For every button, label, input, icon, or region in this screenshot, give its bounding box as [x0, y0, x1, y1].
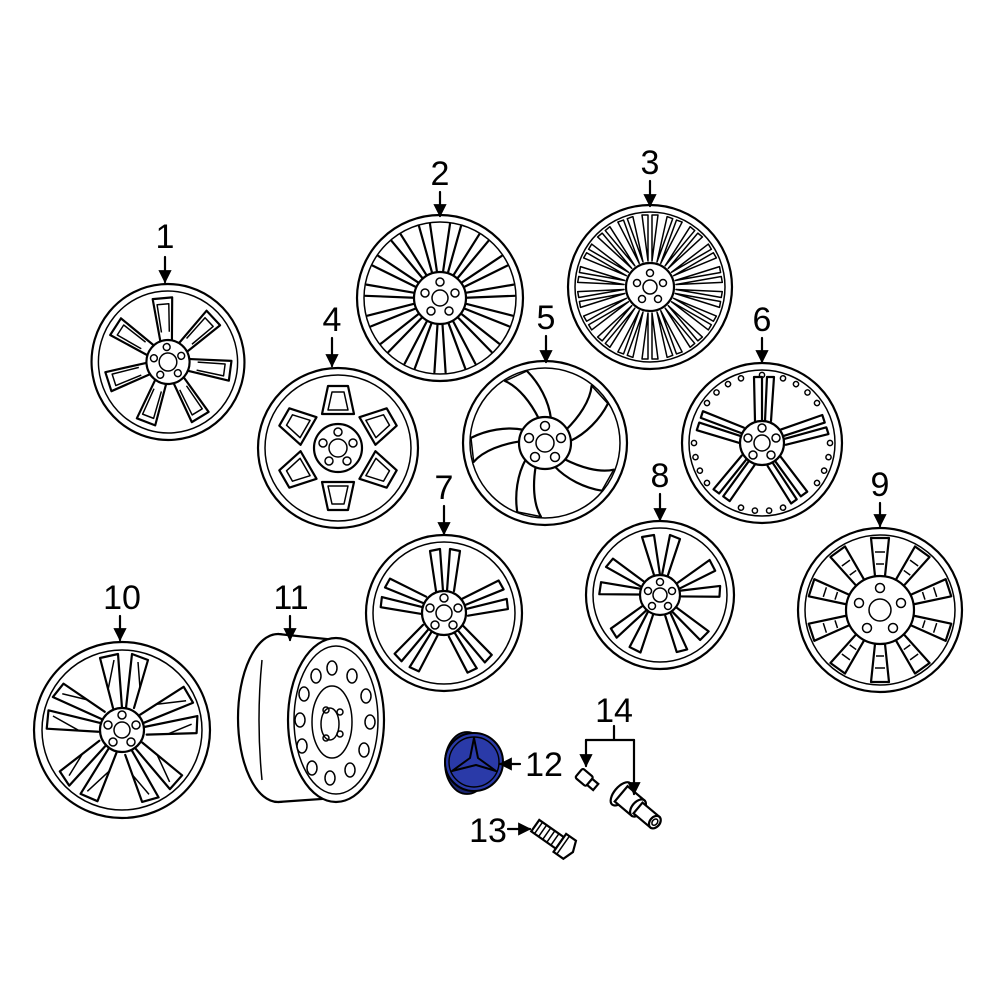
callout-6: 6 — [753, 301, 772, 339]
wheel-8[interactable] — [584, 519, 736, 671]
wheel-2[interactable] — [355, 213, 525, 383]
callout-2: 2 — [431, 155, 450, 193]
callout-1: 1 — [156, 218, 175, 256]
callout-5: 5 — [537, 299, 556, 337]
wheel-3[interactable] — [566, 203, 734, 371]
callout-9: 9 — [871, 466, 890, 504]
three-pointed-star-icon — [451, 737, 497, 772]
callout-7: 7 — [435, 469, 454, 507]
callout-4: 4 — [323, 301, 342, 339]
callout-12: 12 — [525, 746, 563, 784]
lug-bolt-13[interactable] — [529, 817, 579, 861]
callout-8: 8 — [651, 457, 670, 495]
wheel-11-steel[interactable] — [236, 632, 386, 804]
callout-13: 13 — [469, 812, 507, 850]
wheel-5[interactable] — [461, 359, 629, 527]
center-cap-12[interactable] — [444, 731, 504, 795]
wheel-7[interactable] — [364, 533, 524, 693]
valve-stem-14[interactable] — [574, 767, 668, 836]
callout-11: 11 — [273, 579, 308, 617]
callout-14: 14 — [595, 692, 633, 730]
wheel-6[interactable] — [680, 361, 844, 525]
callout-10: 10 — [103, 579, 141, 617]
wheel-4[interactable] — [256, 366, 420, 530]
callout-labels: 1 2 3 4 5 6 7 8 9 10 11 12 13 14 — [103, 144, 889, 850]
callout-3: 3 — [641, 144, 660, 182]
leader-lines — [113, 179, 887, 836]
wheel-1[interactable] — [85, 278, 251, 447]
wheel-9[interactable] — [796, 526, 964, 694]
wheel-10[interactable] — [32, 640, 212, 820]
